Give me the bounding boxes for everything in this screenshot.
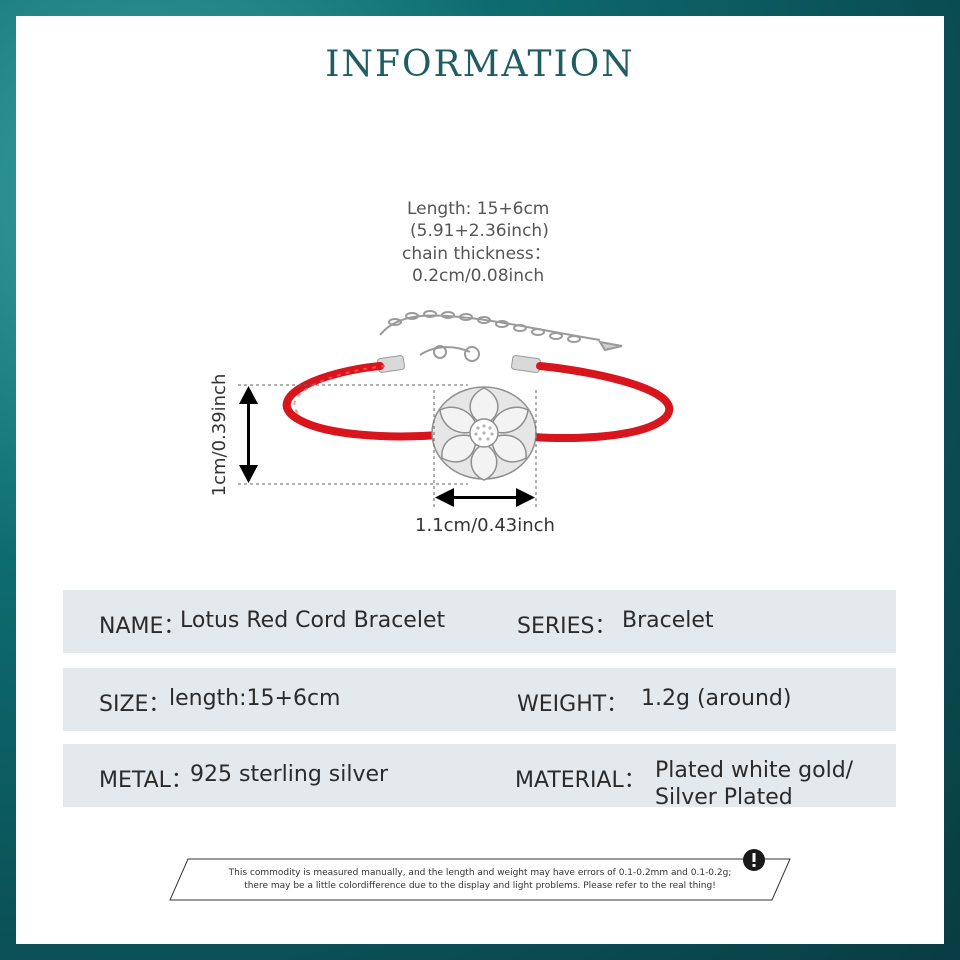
name-value: Lotus Red Cord Bracelet <box>180 608 446 633</box>
disclaimer-box <box>169 849 791 901</box>
material-value-line2: Silver Plated <box>655 785 793 810</box>
thickness-label: chain thickness： <box>402 244 551 264</box>
end-cap-right <box>511 355 541 373</box>
series-value: Bracelet <box>622 608 714 633</box>
width-arrow <box>435 488 535 507</box>
series-label: SERIES： <box>517 614 617 639</box>
page-title: INFORMATION <box>325 44 635 85</box>
red-cord-left <box>282 362 444 441</box>
material-label: MATERIAL： <box>515 768 646 793</box>
name-label: NAME： <box>99 614 186 639</box>
width-dimension-label: 1.1cm/0.43inch <box>415 515 555 536</box>
extension-chain <box>379 310 623 362</box>
dimension-lines <box>238 384 537 510</box>
lotus-charm <box>431 386 537 481</box>
metal-value: 925 sterling silver <box>190 762 389 787</box>
size-value: length:15+6cm <box>169 686 341 711</box>
material-value-line1: Plated white gold/ <box>655 758 854 783</box>
thickness-value: 0.2cm/0.08inch <box>412 266 545 286</box>
length-inch-spec: (5.91+2.36inch) <box>410 221 549 241</box>
height-dimension-label: 1cm/0.39inch <box>209 374 230 497</box>
length-spec: Length: 15+6cm <box>407 199 550 219</box>
disclaimer-line-1: This commodity is measured manually, and… <box>228 868 732 878</box>
size-label: SIZE： <box>99 692 171 717</box>
table-row-size: SIZE： length:15+6cm WEIGHT： 1.2g (around… <box>63 668 896 731</box>
height-arrow <box>239 386 258 483</box>
warning-icon <box>743 849 765 871</box>
bracelet-illustration: 1cm/0.39inch 1.1cm/0.43inch <box>209 310 674 536</box>
disclaimer-line-2: there may be a little colordifference du… <box>244 881 716 891</box>
red-cord-right <box>516 362 674 443</box>
metal-label: METAL： <box>99 768 193 793</box>
table-row-name: NAME： Lotus Red Cord Bracelet SERIES： Br… <box>63 590 896 653</box>
weight-value: 1.2g (around) <box>641 686 792 711</box>
weight-label: WEIGHT： <box>517 692 629 717</box>
table-row-metal: METAL： 925 sterling silver MATERIAL： Pla… <box>63 744 896 810</box>
